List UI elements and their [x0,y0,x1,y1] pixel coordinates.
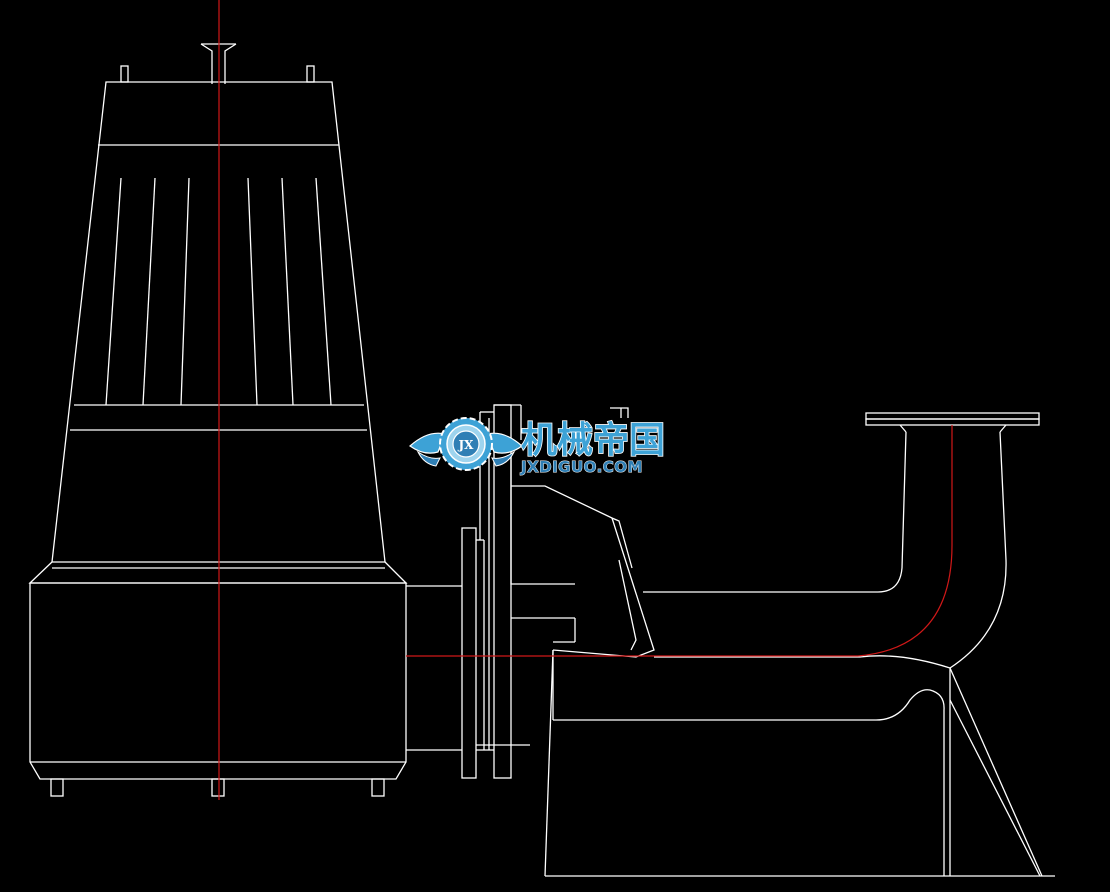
pump-casing [29,582,407,780]
motor-shoulder [28,561,408,584]
watermark-logo: JX 机械帝国 JXDIGUO.COM [409,417,666,476]
elbow-outer-wall [949,431,1007,669]
auto-coupling [552,517,655,658]
elbow-inner-wall [643,431,907,593]
elbow-flange-bottom [865,418,1040,426]
foot-center [211,778,225,797]
logo-chinese-text: 机械帝国 [521,420,665,461]
centerlines [218,0,953,800]
elbow-flange-top [865,412,1040,420]
discharge-flange [406,527,530,779]
top-bolt-right [306,65,315,83]
foot-left [50,778,64,797]
cooling-fins [105,177,332,406]
winged-gear-icon: JX [409,417,523,471]
base-seat [544,649,1055,877]
discharge-elbow [643,412,1040,669]
motor-assembly [28,43,408,797]
logo-domain-text: JXDIGUO.COM [520,458,643,476]
top-bolt-left [120,65,129,83]
flow-centerline [406,425,953,657]
foot-right [371,778,385,797]
logo-badge-text: JX [458,438,475,452]
